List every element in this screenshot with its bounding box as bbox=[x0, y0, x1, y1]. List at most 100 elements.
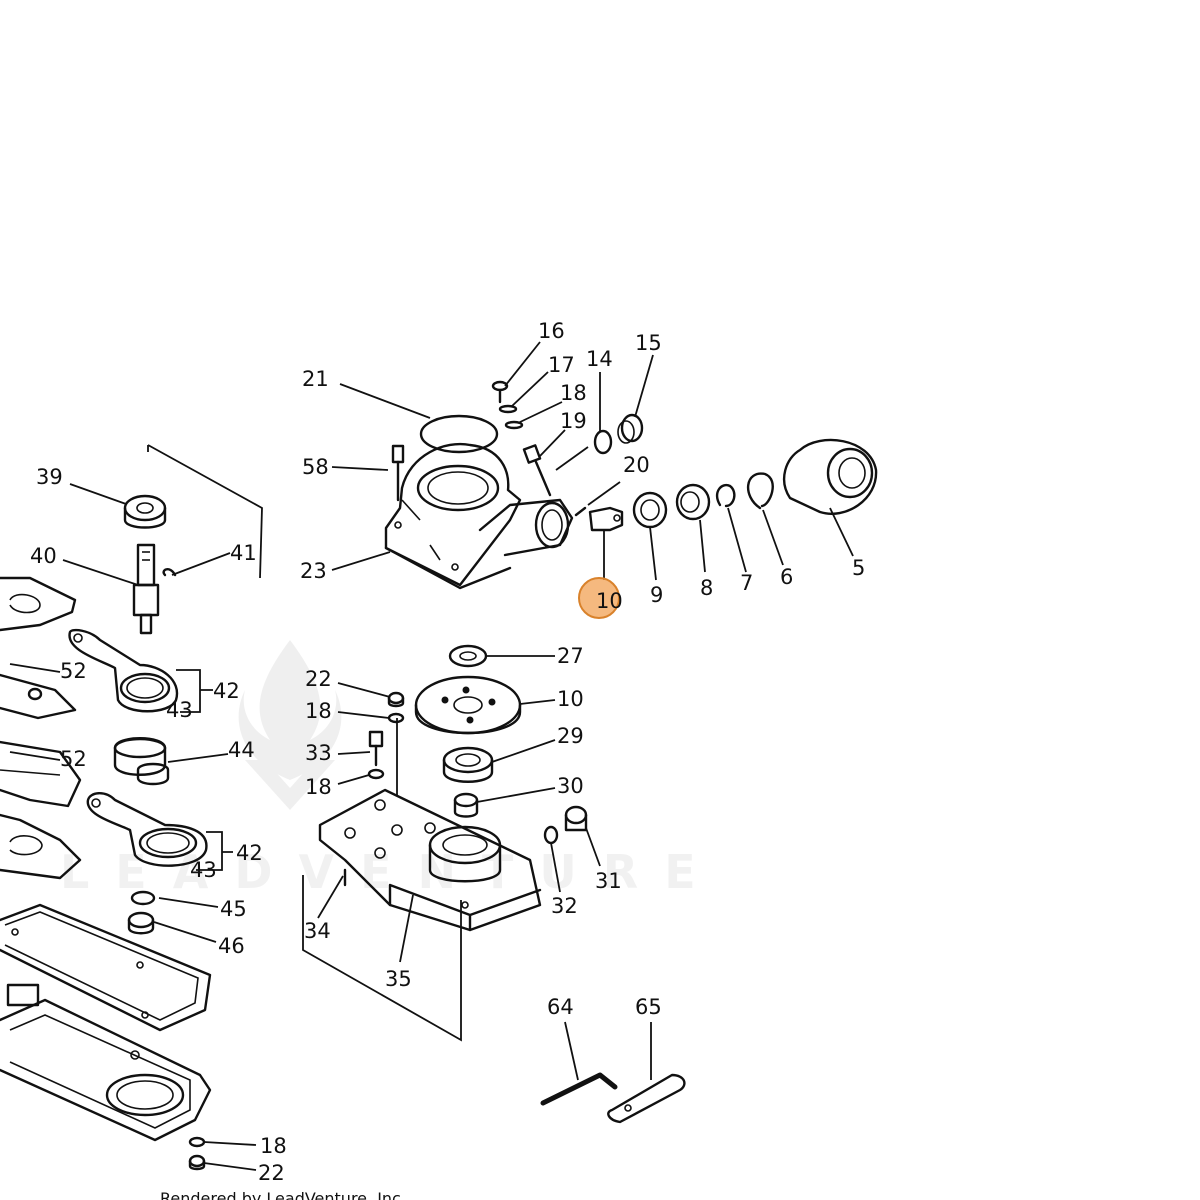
label-14[interactable]: 14 bbox=[586, 347, 613, 371]
part-40-shaft bbox=[132, 543, 160, 635]
label-65[interactable]: 65 bbox=[635, 995, 662, 1019]
callout-labels: 16 17 14 15 18 21 19 58 20 39 41 40 23 5… bbox=[30, 319, 865, 1185]
part-14-washer bbox=[593, 429, 613, 455]
part-blade-plate-upper bbox=[0, 576, 77, 632]
highlight-marker-part-10[interactable] bbox=[578, 577, 620, 619]
part-9-bearing bbox=[632, 491, 668, 529]
part-10-pinion bbox=[588, 506, 624, 532]
part-41-clip bbox=[162, 568, 177, 577]
label-29[interactable]: 29 bbox=[557, 724, 584, 748]
label-40[interactable]: 40 bbox=[30, 544, 57, 568]
label-18-b[interactable]: 18 bbox=[305, 699, 332, 723]
label-10-highlighted[interactable]: 10 bbox=[596, 589, 623, 613]
part-22-nut-bottom bbox=[188, 1154, 206, 1171]
watermark-text: LEADVENTURE bbox=[60, 845, 722, 899]
label-64[interactable]: 64 bbox=[547, 995, 574, 1019]
part-45-washer bbox=[130, 890, 156, 906]
part-18-washer-upper bbox=[387, 712, 405, 724]
part-8-bearing bbox=[675, 483, 711, 521]
label-52-b[interactable]: 52 bbox=[60, 747, 87, 771]
part-29-bearing bbox=[442, 746, 494, 783]
label-6[interactable]: 6 bbox=[780, 565, 793, 589]
part-10-gear bbox=[414, 675, 522, 735]
part-33-bolt bbox=[368, 730, 384, 767]
part-65-pin-tool bbox=[607, 1073, 686, 1124]
part-5-cover bbox=[783, 438, 878, 515]
part-20-pin bbox=[574, 506, 587, 517]
label-22-b[interactable]: 22 bbox=[258, 1161, 285, 1185]
label-58[interactable]: 58 bbox=[302, 455, 329, 479]
part-blade-edge bbox=[0, 769, 61, 776]
part-42-crank-arm-lower bbox=[86, 792, 208, 867]
part-46-nut bbox=[127, 911, 155, 935]
part-17-washer bbox=[498, 404, 518, 414]
label-43-a[interactable]: 43 bbox=[166, 698, 193, 722]
part-18-washer-mid bbox=[367, 768, 385, 780]
label-15[interactable]: 15 bbox=[635, 331, 662, 355]
part-30-bushing bbox=[453, 792, 479, 818]
part-22-nut-upper bbox=[387, 691, 405, 708]
label-44[interactable]: 44 bbox=[228, 738, 255, 762]
part-blade-plate-lower bbox=[0, 813, 82, 880]
label-42-a[interactable]: 42 bbox=[213, 679, 240, 703]
group-bracket-39-40 bbox=[147, 444, 263, 579]
label-45[interactable]: 45 bbox=[220, 897, 247, 921]
label-5[interactable]: 5 bbox=[852, 556, 865, 580]
part-39-bearing bbox=[123, 494, 167, 529]
label-7[interactable]: 7 bbox=[740, 571, 753, 595]
part-18-washer bbox=[504, 420, 524, 430]
label-31[interactable]: 31 bbox=[595, 869, 622, 893]
part-15-bearing bbox=[617, 413, 644, 444]
part-23-gear-case bbox=[384, 442, 574, 590]
label-30[interactable]: 30 bbox=[557, 774, 584, 798]
label-18-d[interactable]: 18 bbox=[260, 1134, 287, 1158]
part-plate-cutout bbox=[9, 593, 41, 614]
label-46[interactable]: 46 bbox=[218, 934, 245, 958]
label-35[interactable]: 35 bbox=[385, 967, 412, 991]
part-19-bolt bbox=[522, 444, 552, 497]
label-20[interactable]: 20 bbox=[623, 453, 650, 477]
part-31-plug bbox=[564, 805, 588, 832]
part-32-oring bbox=[543, 825, 559, 845]
label-9[interactable]: 9 bbox=[650, 583, 663, 607]
label-18-a[interactable]: 18 bbox=[560, 381, 587, 405]
part-52-blade-upper bbox=[0, 673, 77, 720]
part-27-nut bbox=[448, 644, 488, 668]
label-18-c[interactable]: 18 bbox=[305, 775, 332, 799]
part-35-gear-housing bbox=[318, 788, 542, 932]
label-10-gear[interactable]: 10 bbox=[557, 687, 584, 711]
label-19[interactable]: 19 bbox=[560, 409, 587, 433]
label-16[interactable]: 16 bbox=[538, 319, 565, 343]
footer-credit: Rendered by LeadVenture, Inc. bbox=[160, 1189, 406, 1200]
leader-lines bbox=[9, 341, 854, 1171]
label-52-a[interactable]: 52 bbox=[60, 659, 87, 683]
part-16-screw bbox=[491, 380, 509, 404]
part-18-washer-bottom bbox=[188, 1136, 206, 1148]
label-21[interactable]: 21 bbox=[302, 367, 329, 391]
watermark-logo-icon bbox=[230, 640, 350, 810]
label-32[interactable]: 32 bbox=[551, 894, 578, 918]
label-42-b[interactable]: 42 bbox=[236, 841, 263, 865]
part-52-blade-lower bbox=[0, 740, 82, 808]
part-21-oring bbox=[419, 414, 499, 454]
part-blade-rivet bbox=[27, 687, 43, 701]
label-41[interactable]: 41 bbox=[230, 541, 257, 565]
part-lower-case bbox=[0, 983, 212, 1142]
label-43-b[interactable]: 43 bbox=[190, 858, 217, 882]
part-6-snap-ring bbox=[746, 472, 774, 510]
label-27[interactable]: 27 bbox=[557, 644, 584, 668]
part-44-eccentric bbox=[113, 737, 170, 786]
label-23[interactable]: 23 bbox=[300, 559, 327, 583]
label-17[interactable]: 17 bbox=[548, 353, 575, 377]
label-39[interactable]: 39 bbox=[36, 465, 63, 489]
part-64-hex-wrench bbox=[540, 1072, 618, 1106]
label-33[interactable]: 33 bbox=[305, 741, 332, 765]
part-7-circlip bbox=[715, 483, 736, 508]
group-bracket-35 bbox=[302, 718, 462, 1042]
label-34[interactable]: 34 bbox=[304, 919, 331, 943]
label-8[interactable]: 8 bbox=[700, 576, 713, 600]
part-gasket bbox=[0, 903, 212, 1032]
label-22-a[interactable]: 22 bbox=[305, 667, 332, 691]
